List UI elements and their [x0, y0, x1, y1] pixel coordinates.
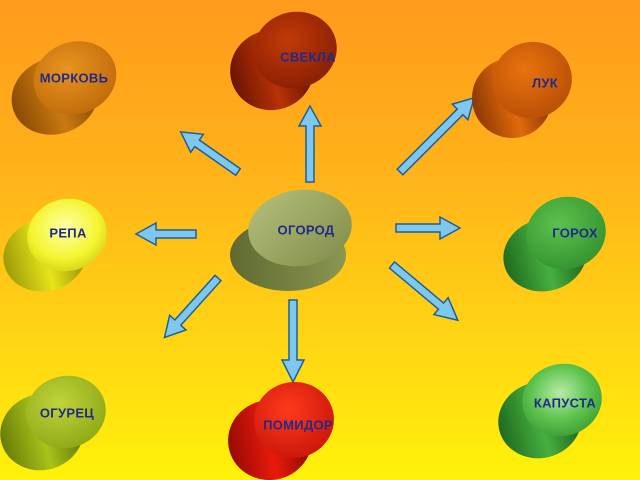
node-ogurec-shape [0, 375, 106, 471]
arrow-to-kapusta [388, 260, 460, 322]
node-svekla-shape [230, 11, 337, 111]
node-label-luk: ЛУК [531, 75, 559, 91]
node-label-svekla: СВЕКЛА [280, 49, 336, 65]
node-pomidor-shape [228, 381, 334, 480]
node-repa-shape [3, 198, 107, 292]
arrow-to-repa [134, 221, 197, 247]
arrow-to-morkov [179, 130, 242, 177]
node-label-goroh: ГОРОХ [552, 225, 598, 241]
node-goroh-shape [503, 196, 606, 292]
arrow-to-ogurec [163, 274, 223, 339]
arrow-to-svekla [297, 104, 323, 183]
center-label: ОГОРОД [277, 222, 335, 238]
node-kapusta-shape [498, 363, 602, 459]
node-label-ogurec: ОГУРЕЦ [39, 405, 95, 421]
center-node [230, 189, 352, 291]
node-label-morkov: МОРКОВЬ [39, 70, 109, 86]
node-label-kapusta: КАПУСТА [533, 395, 597, 411]
node-luk-shape [472, 41, 572, 138]
arrow-to-luk [396, 96, 476, 176]
arrows-group [134, 96, 476, 384]
arrow-to-goroh [395, 215, 462, 241]
node-morkov-shape [11, 41, 117, 135]
node-label-pomidor: ПОМИДОР [263, 417, 333, 433]
node-label-repa: РЕПА [49, 225, 87, 241]
arrow-to-pomidor [280, 299, 306, 384]
